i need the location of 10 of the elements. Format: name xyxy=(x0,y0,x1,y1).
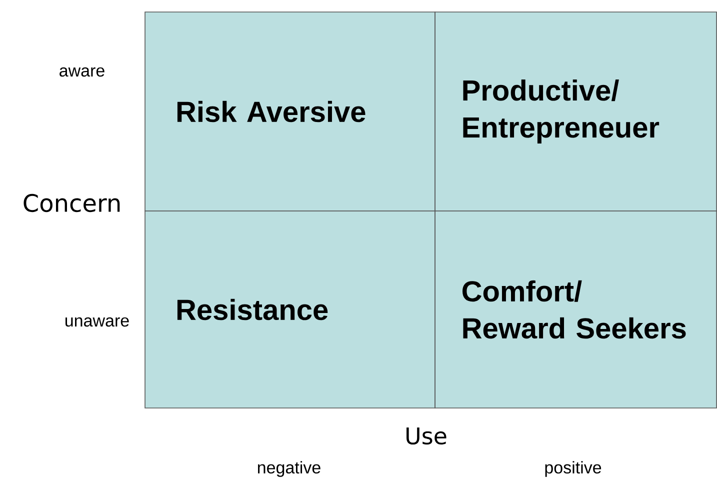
axis-label: unaware xyxy=(66,317,129,327)
quadrant-box: Resistance xyxy=(144,210,436,408)
axis-label: negative xyxy=(258,461,320,477)
quadrant-box: Comfort/ Reward Seekers xyxy=(434,210,717,408)
axis-label: positive xyxy=(545,461,602,477)
axis-label: aware xyxy=(60,67,104,77)
quadrant-box: Productive/ Entrepreneuer xyxy=(434,12,717,212)
axis-title: Use xyxy=(406,427,446,445)
axis-title: Concern xyxy=(24,194,120,212)
quadrant-box: Risk Aversive xyxy=(144,12,436,212)
